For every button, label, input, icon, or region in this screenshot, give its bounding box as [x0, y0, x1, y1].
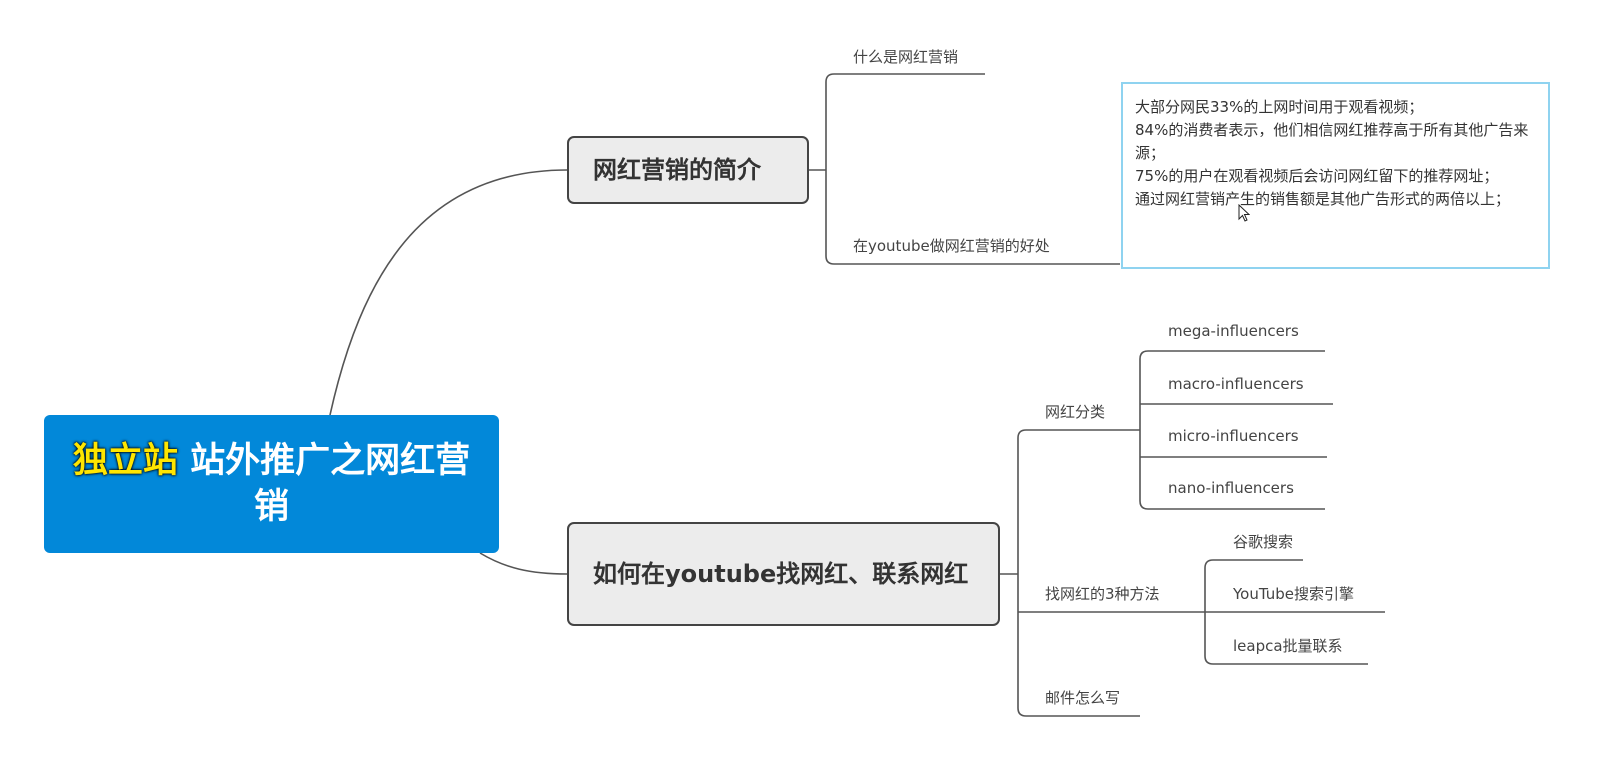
subtopic-mega-influencers[interactable]: mega-influencers	[1168, 322, 1299, 340]
subtopic-nano-influencers[interactable]: nano-influencers	[1168, 479, 1294, 497]
subtopic-micro-influencers[interactable]: micro-influencers	[1168, 427, 1299, 445]
note-box[interactable]: 大部分网民33%的上网时间用于观看视频； 84%的消费者表示，他们相信网红推荐高…	[1121, 82, 1550, 269]
topic-how-to-write-email[interactable]: 邮件怎么写	[1045, 689, 1121, 707]
branch-node-intro[interactable]: 网红营销的简介	[567, 136, 809, 204]
note-line: 84%的消费者表示，他们相信网红推荐高于所有其他广告来源；	[1135, 121, 1529, 162]
subtopic-macro-influencers[interactable]: macro-influencers	[1168, 375, 1304, 393]
topic-what-is-influencer-marketing[interactable]: 什么是网红营销	[853, 48, 959, 66]
root-highlight: 独立站	[72, 441, 178, 481]
root-title: 站外推广之网红营销	[190, 441, 471, 527]
branch-node-find-influencers[interactable]: 如何在youtube找网红、联系网红	[567, 522, 1000, 626]
branch-label: 如何在youtube找网红、联系网红	[593, 559, 969, 588]
topic-influencer-categories[interactable]: 网红分类	[1045, 403, 1106, 421]
mouse-cursor-icon	[1238, 204, 1250, 222]
topic-youtube-benefits[interactable]: 在youtube做网红营销的好处	[853, 237, 1050, 255]
note-line: 大部分网民33%的上网时间用于观看视频；	[1135, 98, 1424, 116]
subtopic-youtube-search[interactable]: YouTube搜索引擎	[1233, 585, 1354, 603]
note-line: 通过网红营销产生的销售额是其他广告形式的两倍以上；	[1135, 190, 1511, 208]
subtopic-google-search[interactable]: 谷歌搜索	[1233, 533, 1294, 551]
note-line: 75%的用户在观看视频后会访问网红留下的推荐网址；	[1135, 167, 1499, 185]
root-node[interactable]: 独立站 站外推广之网红营销	[44, 415, 499, 553]
topic-three-methods[interactable]: 找网红的3种方法	[1045, 585, 1160, 603]
subtopic-leapca-bulk-contact[interactable]: leapca批量联系	[1233, 637, 1343, 655]
branch-label: 网红营销的简介	[593, 155, 761, 184]
